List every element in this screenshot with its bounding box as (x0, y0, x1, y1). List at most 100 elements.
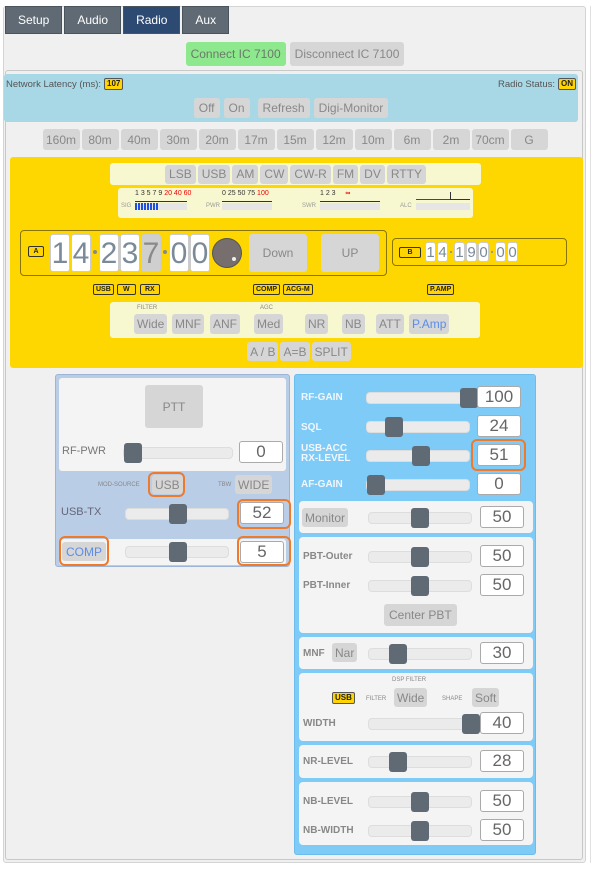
pbt-outer-slider[interactable] (368, 547, 472, 567)
power-off-button[interactable]: Off (193, 98, 220, 118)
tbw-button[interactable]: WIDE (235, 475, 273, 494)
band-6m[interactable]: 6m (393, 129, 431, 150)
monitor-button[interactable]: Monitor (302, 508, 349, 527)
rf-gain-slider[interactable] (366, 388, 478, 408)
freq-digit-selected[interactable]: 7 (141, 234, 161, 272)
rf-gain-value[interactable]: 100 (477, 386, 521, 408)
freq-digit[interactable]: 1 (425, 242, 436, 262)
rf-pwr-value[interactable]: 0 (239, 441, 283, 463)
width-value[interactable]: 40 (480, 712, 524, 734)
freq-digit[interactable]: 1 (50, 234, 70, 272)
nb-width-value[interactable]: 50 (480, 819, 524, 841)
monitor-value[interactable]: 50 (480, 506, 524, 528)
connect-button[interactable]: Connect IC 7100 (185, 42, 286, 66)
width-slider[interactable] (368, 714, 480, 734)
tab-radio[interactable]: Radio (123, 6, 181, 34)
band-160m[interactable]: 160m (42, 129, 80, 150)
mode-usb[interactable]: USB (197, 164, 231, 184)
monitor-slider[interactable] (368, 508, 472, 528)
pbt-outer-value[interactable]: 50 (480, 545, 524, 567)
tuning-knob-icon[interactable] (212, 238, 242, 268)
rf-pwr-slider[interactable] (123, 443, 233, 463)
freq-digit[interactable]: 0 (190, 234, 210, 272)
sql-slider[interactable] (366, 417, 470, 437)
att-button[interactable]: ATT (376, 314, 404, 334)
freq-digit[interactable]: 9 (466, 242, 477, 262)
mode-cw-r[interactable]: CW-R (290, 164, 331, 184)
band-17m[interactable]: 17m (237, 129, 275, 150)
freq-digit[interactable]: 4 (437, 242, 448, 262)
vfo-b-label[interactable]: B (399, 247, 421, 258)
usb-acc-value[interactable]: 51 (477, 444, 521, 466)
comp-slider[interactable] (125, 542, 229, 562)
nr-button[interactable]: NR (305, 314, 329, 334)
mnf-nar-button[interactable]: Nar (332, 643, 358, 662)
center-pbt-button[interactable]: Center PBT (384, 604, 457, 626)
mode-lsb[interactable]: LSB (165, 164, 196, 184)
band-20m[interactable]: 20m (198, 129, 236, 150)
tune-up-button[interactable]: UP (321, 234, 379, 272)
freq-digit[interactable]: 3 (120, 234, 140, 272)
band-10m[interactable]: 10m (354, 129, 392, 150)
nb-width-slider[interactable] (368, 821, 472, 841)
pbt-inner-value[interactable]: 50 (480, 574, 524, 596)
mnf-value[interactable]: 30 (480, 642, 524, 664)
a-b-swap-button[interactable]: A / B (247, 342, 279, 361)
band-15m[interactable]: 15m (276, 129, 314, 150)
comp-button[interactable]: COMP (62, 542, 106, 561)
vfo-a-label[interactable]: A (28, 246, 44, 257)
mnf-button[interactable]: MNF (172, 314, 204, 334)
nb-button[interactable]: NB (342, 314, 365, 334)
mode-fm[interactable]: FM (332, 164, 359, 184)
usb-tx-slider[interactable] (125, 504, 229, 524)
pbt-inner-slider[interactable] (368, 576, 472, 596)
band-70cm[interactable]: 70cm (471, 129, 509, 150)
nr-level-slider[interactable] (368, 752, 472, 772)
tab-aux[interactable]: Aux (182, 6, 230, 34)
scrollbar-track[interactable] (590, 6, 596, 863)
filter-button[interactable]: Wide (134, 314, 168, 334)
refresh-button[interactable]: Refresh (257, 98, 310, 118)
mnf-slider[interactable] (368, 644, 472, 664)
usb-acc-slider[interactable] (366, 446, 470, 466)
freq-digit[interactable]: 0 (495, 242, 506, 262)
tune-down-button[interactable]: Down (249, 234, 307, 272)
band-general[interactable]: G (510, 129, 548, 150)
band-40m[interactable]: 40m (120, 129, 158, 150)
mode-am[interactable]: AM (232, 164, 259, 184)
tab-audio[interactable]: Audio (64, 6, 122, 34)
dsp-shape-button[interactable]: Soft (472, 688, 500, 707)
freq-digit[interactable]: 0 (478, 242, 489, 262)
comp-value[interactable]: 5 (240, 541, 284, 563)
a-equals-b-button[interactable]: A=B (280, 342, 310, 361)
usb-tx-value[interactable]: 52 (240, 502, 284, 524)
mode-dv[interactable]: DV (360, 164, 385, 184)
digi-monitor-button[interactable]: Digi-Monitor (313, 98, 389, 118)
freq-digit[interactable]: 1 (454, 242, 465, 262)
tab-setup[interactable]: Setup (5, 6, 63, 34)
af-gain-value[interactable]: 0 (477, 473, 521, 495)
freq-digit[interactable]: 4 (71, 234, 91, 272)
af-gain-slider[interactable] (366, 475, 470, 495)
sql-value[interactable]: 24 (477, 415, 521, 437)
split-button[interactable]: SPLIT (311, 342, 351, 361)
ptt-button[interactable]: PTT (145, 385, 203, 428)
band-12m[interactable]: 12m (315, 129, 353, 150)
anf-button[interactable]: ANF (210, 314, 240, 334)
mode-cw[interactable]: CW (260, 164, 289, 184)
freq-digit[interactable]: 0 (507, 242, 518, 262)
freq-digit[interactable]: 2 (99, 234, 119, 272)
agc-button[interactable]: Med (254, 314, 284, 334)
pamp-button[interactable]: P.Amp (409, 314, 450, 334)
disconnect-button[interactable]: Disconnect IC 7100 (289, 42, 405, 66)
band-80m[interactable]: 80m (81, 129, 119, 150)
nb-level-value[interactable]: 50 (480, 790, 524, 812)
nb-level-slider[interactable] (368, 792, 472, 812)
freq-digit[interactable]: 0 (169, 234, 189, 272)
band-2m[interactable]: 2m (432, 129, 470, 150)
dsp-filter-button[interactable]: Wide (394, 688, 428, 707)
power-on-button[interactable]: On (223, 98, 250, 118)
mode-rtty[interactable]: RTTY (386, 164, 426, 184)
nr-level-value[interactable]: 28 (480, 750, 524, 772)
band-30m[interactable]: 30m (159, 129, 197, 150)
